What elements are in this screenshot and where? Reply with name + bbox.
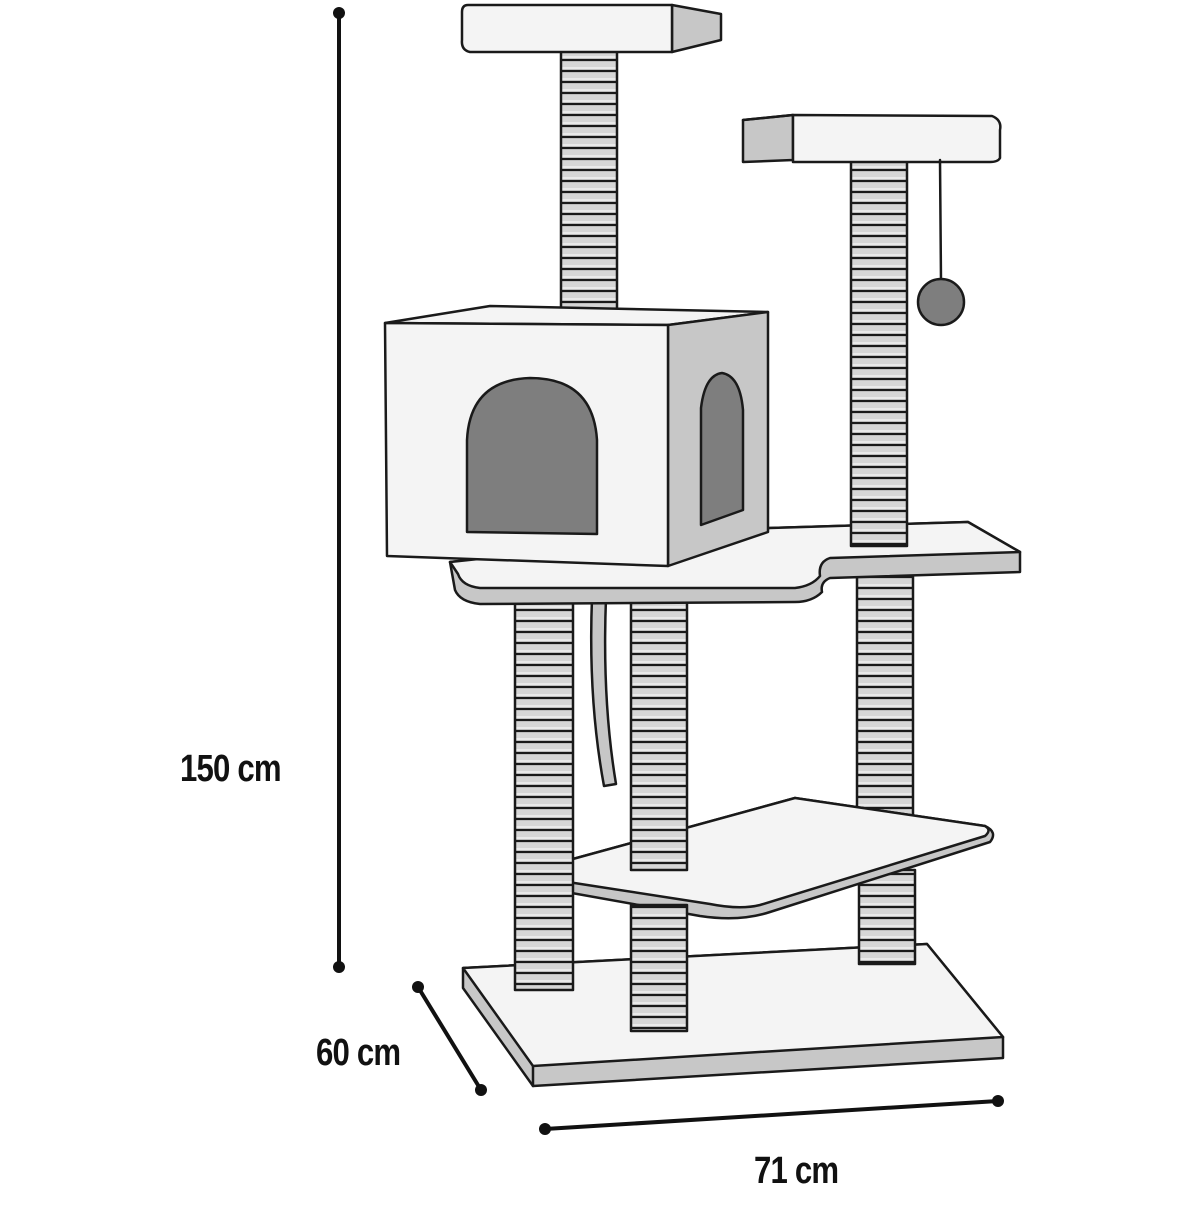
cat-house xyxy=(383,304,770,568)
top-left-platform xyxy=(460,3,723,54)
post-right-middle xyxy=(855,573,915,835)
toy-ball xyxy=(916,158,966,327)
post-top-left xyxy=(559,48,619,320)
post-center-front xyxy=(629,598,689,1033)
post-left xyxy=(513,596,575,992)
base-board xyxy=(461,942,1005,1088)
house-side-opening xyxy=(699,371,745,527)
post-back-right-lower xyxy=(857,868,917,966)
depth-label: 60 cm xyxy=(316,1032,401,1074)
top-right-platform xyxy=(741,113,1002,164)
width-label: 71 cm xyxy=(754,1150,839,1192)
width-dimension-line xyxy=(539,1095,1004,1135)
post-right-upper xyxy=(849,158,909,548)
lower-platform xyxy=(537,796,995,920)
hanging-rope-strap xyxy=(589,596,618,788)
house-front-opening xyxy=(465,376,599,536)
depth-dimension-line xyxy=(412,981,487,1096)
height-label: 150 cm xyxy=(180,748,282,790)
height-dimension-line xyxy=(333,7,345,973)
